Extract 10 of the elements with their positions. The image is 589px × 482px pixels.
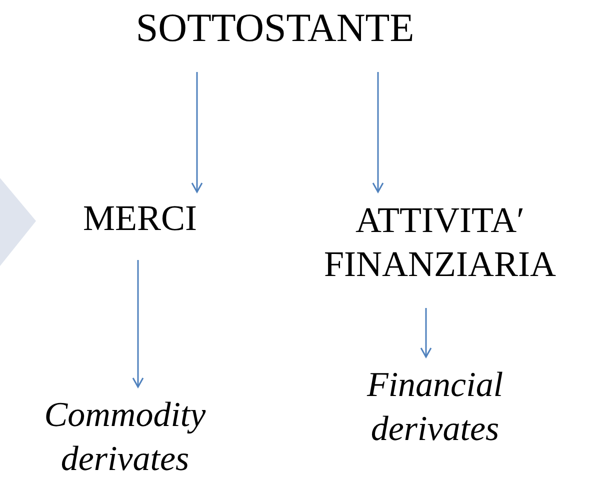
node-text: Commodity derivates [10,393,240,481]
arrow [372,72,384,193]
node-text: Financial derivates [320,363,550,451]
node-text: ATTIVITA′ FINANZIARIA [290,198,589,286]
chevron-shape [0,178,36,266]
node-text: MERCI [60,198,220,238]
node-text: SOTTOSTANTE [95,6,455,50]
arrow [191,72,203,193]
arrow [420,308,432,358]
arrow [132,260,144,388]
